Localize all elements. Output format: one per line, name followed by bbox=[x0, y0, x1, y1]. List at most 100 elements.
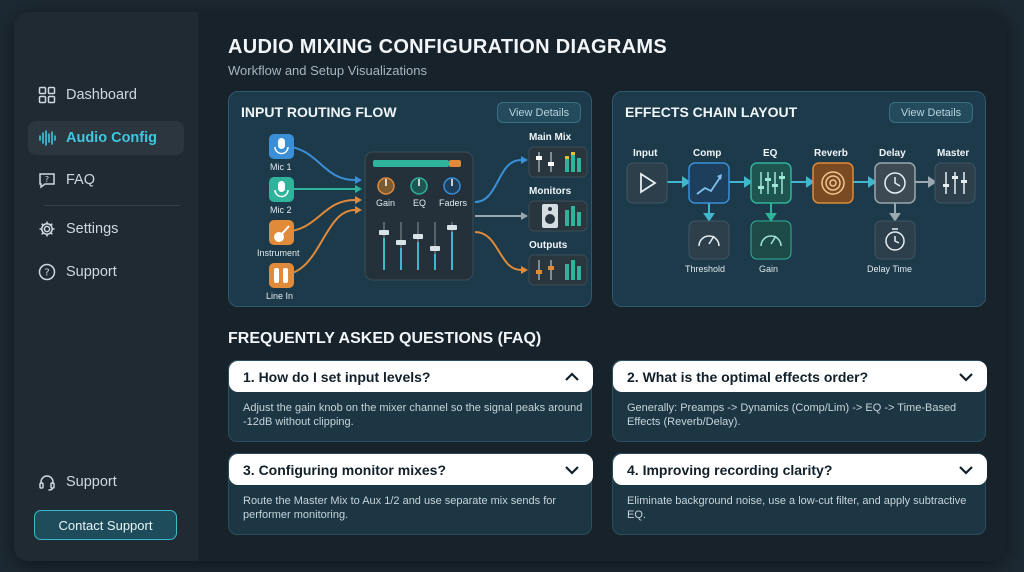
eq-sliders-icon bbox=[750, 162, 792, 204]
sub-label-threshold: Threshold bbox=[685, 264, 726, 274]
sidebar-item-label: Support bbox=[66, 474, 117, 490]
sidebar-item-label: FAQ bbox=[66, 172, 96, 188]
arrow-head bbox=[355, 185, 362, 193]
faq-question-1[interactable]: 1. How do I set input levels? bbox=[229, 361, 593, 392]
output-label-main-mix: Main Mix bbox=[529, 132, 572, 143]
output-label-monitors: Monitors bbox=[529, 186, 572, 197]
threshold-gauge-icon bbox=[688, 220, 730, 260]
effects-chain-diagram bbox=[626, 162, 976, 260]
chain-label-reverb: Reverb bbox=[814, 148, 848, 159]
svg-text:?: ? bbox=[45, 175, 49, 184]
sub-label-delay-time: Delay Time bbox=[867, 264, 913, 274]
sidebar-item-settings[interactable]: Settings bbox=[28, 212, 184, 246]
connector-main-mix bbox=[474, 159, 522, 203]
chain-label-input: Input bbox=[633, 148, 658, 159]
routing-diagram bbox=[269, 134, 588, 288]
faq-answer: Route the Master Mix to Aux 1/2 and use … bbox=[243, 495, 557, 521]
chain-label-delay: Delay bbox=[879, 148, 906, 159]
svg-text:?: ? bbox=[44, 268, 49, 279]
chevron-down-icon[interactable] bbox=[563, 461, 581, 479]
gear-icon bbox=[39, 221, 55, 237]
page-subtitle: Workflow and Setup Visualizations bbox=[228, 63, 427, 78]
faq-question-text: 4. Improving recording clarity? bbox=[627, 461, 833, 478]
view-details-button[interactable]: View Details bbox=[497, 102, 581, 123]
arrow-head bbox=[521, 212, 528, 220]
monitor-speaker-icon bbox=[528, 200, 588, 232]
input-label-instrument: Instrument bbox=[257, 248, 300, 258]
sidebar-item-label: Settings bbox=[66, 221, 119, 237]
faq-question-text: 1. How do I set input levels? bbox=[243, 368, 431, 385]
gain-gauge-icon bbox=[750, 220, 792, 260]
sidebar-item-support[interactable]: ? Support bbox=[28, 255, 184, 289]
sidebar-item-label: Audio Config bbox=[66, 130, 158, 146]
arrow-head bbox=[355, 176, 362, 184]
faq-question-text: 3. Configuring monitor mixes? bbox=[243, 461, 447, 478]
sidebar: Dashboard Audio Config ? FAQ Settings ? … bbox=[14, 12, 198, 561]
faq-item: 1. How do I set input levels? Adjust the… bbox=[228, 360, 593, 442]
page-title: AUDIO MIXING CONFIGURATION DIAGRAMS bbox=[228, 36, 668, 58]
sidebar-item-label: Dashboard bbox=[66, 87, 137, 103]
sidebar-item-audio-config[interactable]: Audio Config bbox=[28, 121, 184, 155]
input-play-icon bbox=[626, 162, 668, 204]
chevron-up-icon[interactable] bbox=[563, 368, 581, 386]
outputs-icon bbox=[528, 254, 588, 286]
mixer-label-eq: EQ bbox=[413, 198, 427, 208]
chevron-down-icon[interactable] bbox=[957, 368, 975, 386]
app-window: Dashboard Audio Config ? FAQ Settings ? … bbox=[14, 12, 1006, 561]
arrow-head bbox=[521, 266, 528, 274]
faq-item: 2. What is the optimal effects order? Ge… bbox=[612, 360, 987, 442]
input-label-mic1: Mic 1 bbox=[270, 162, 292, 172]
input-routing-panel: INPUT ROUTING FLOW View Details bbox=[228, 91, 592, 307]
mic2-icon bbox=[269, 177, 294, 202]
faq-item: 3. Configuring monitor mixes? Route the … bbox=[228, 453, 593, 535]
mixer-label-faders: Faders bbox=[439, 198, 468, 208]
effects-chain-panel: EFFECTS CHAIN LAYOUT View Details bbox=[612, 91, 986, 307]
compressor-icon bbox=[688, 162, 730, 204]
faq-question-4[interactable]: 4. Improving recording clarity? bbox=[613, 454, 987, 485]
mic1-icon bbox=[269, 134, 294, 159]
faq-heading: FREQUENTLY ASKED QUESTIONS (FAQ) bbox=[228, 330, 542, 347]
delay-clock-icon bbox=[874, 162, 916, 204]
arrow-head bbox=[355, 196, 362, 204]
chain-label-eq: EQ bbox=[763, 148, 778, 159]
faq-question-text: 2. What is the optimal effects order? bbox=[627, 368, 869, 385]
sidebar-divider bbox=[44, 205, 180, 206]
waveform-icon bbox=[39, 130, 56, 146]
arrow-head bbox=[355, 206, 362, 214]
sidebar-item-faq[interactable]: ? FAQ bbox=[28, 163, 184, 197]
master-fader-icon bbox=[934, 162, 976, 204]
sidebar-item-dashboard[interactable]: Dashboard bbox=[28, 78, 184, 112]
sub-label-gain: Gain bbox=[759, 264, 779, 274]
arrow-head bbox=[521, 156, 528, 164]
dashboard-icon bbox=[38, 86, 56, 104]
faq-question-2[interactable]: 2. What is the optimal effects order? bbox=[613, 361, 987, 392]
chain-label-comp: Comp bbox=[693, 148, 722, 159]
faq-answer: Eliminate background noise, use a low-cu… bbox=[627, 495, 967, 521]
panel-title: INPUT ROUTING FLOW bbox=[241, 104, 397, 120]
panel-title: EFFECTS CHAIN LAYOUT bbox=[625, 104, 798, 120]
reverb-spiral-icon bbox=[812, 162, 854, 204]
input-label-line-in: Line In bbox=[266, 291, 294, 301]
chain-label-master: Master bbox=[937, 148, 970, 159]
connector-outputs bbox=[474, 231, 522, 271]
line-in-icon bbox=[269, 263, 294, 288]
output-label-outputs: Outputs bbox=[529, 240, 568, 251]
input-label-mic2: Mic 2 bbox=[270, 205, 292, 215]
faq-question-3[interactable]: 3. Configuring monitor mixes? bbox=[229, 454, 593, 485]
mixer-console bbox=[364, 151, 474, 281]
guitar-icon bbox=[269, 220, 294, 245]
headset-icon bbox=[39, 475, 55, 491]
sidebar-item-support-bottom[interactable]: Support bbox=[28, 465, 184, 499]
chevron-down-icon[interactable] bbox=[957, 461, 975, 479]
question-circle-icon: ? bbox=[38, 263, 56, 281]
faq-item: 4. Improving recording clarity? Eliminat… bbox=[612, 453, 987, 535]
faq-answer: Generally: Preamps -> Dynamics (Comp/Lim… bbox=[627, 402, 957, 428]
sidebar-item-label: Support bbox=[66, 264, 117, 280]
chat-question-icon: ? bbox=[39, 173, 55, 189]
contact-support-button[interactable]: Contact Support bbox=[34, 510, 177, 540]
main-mix-icon bbox=[528, 146, 588, 178]
view-details-button[interactable]: View Details bbox=[889, 102, 973, 123]
mixer-label-gain: Gain bbox=[376, 198, 396, 208]
delay-time-icon bbox=[874, 220, 916, 260]
faq-answer: Adjust the gain knob on the mixer channe… bbox=[243, 402, 583, 428]
